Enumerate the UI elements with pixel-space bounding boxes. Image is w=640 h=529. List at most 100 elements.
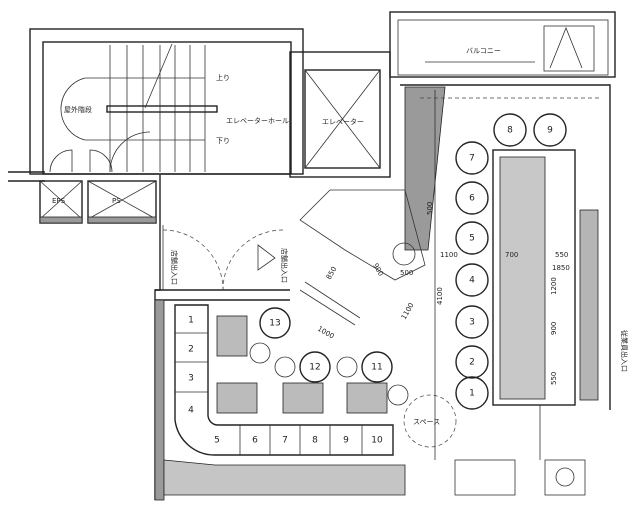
counter-seat: 5 <box>455 221 489 255</box>
plan-label: 850 <box>325 265 339 281</box>
booth-bench: 1 2 3 4 5 6 7 8 9 10 <box>163 304 406 496</box>
counter-seat: 6 <box>455 181 489 215</box>
label-ps: PS <box>112 197 121 205</box>
plan-line <box>304 69 381 169</box>
plan-label: 1000 <box>316 325 335 341</box>
plan-label: 3 <box>188 374 194 384</box>
entry-arrow-icon <box>257 244 276 271</box>
plan-line <box>361 351 393 383</box>
plan-label: 900 <box>371 262 385 278</box>
counter-seat: 9 <box>533 113 567 147</box>
plan-label: 9 <box>343 436 349 446</box>
plan-label: 6 <box>252 436 258 446</box>
entrance-doors: 店舗出入口 店舗出入口 <box>162 225 289 291</box>
elevator: エレベーター <box>289 51 391 178</box>
counter-seats: 1 2 3 4 5 6 7 8 9 <box>455 113 567 410</box>
plan-line <box>397 19 609 76</box>
counter-seat: 1 <box>455 376 489 410</box>
plan-line <box>403 394 457 448</box>
plan-label: 11 <box>371 363 382 373</box>
plan-line <box>299 289 356 326</box>
plan-label: 4100 <box>436 287 444 305</box>
door-swing <box>89 149 113 173</box>
plan-line <box>579 209 599 401</box>
plan-label: 1100 <box>440 251 458 259</box>
label-elevator: エレベーター <box>322 117 364 126</box>
plan-label: 7 <box>282 436 288 446</box>
plan-line <box>549 26 583 69</box>
label-balcony: バルコニー <box>466 47 501 55</box>
plan-label: 9 <box>547 126 553 136</box>
plan-line <box>222 229 284 291</box>
plan-line <box>259 307 291 339</box>
bar-counter <box>420 97 600 406</box>
plan-line <box>60 77 86 141</box>
plan-label: 1100 <box>400 302 416 321</box>
label-entrance-right: 店舗出入口 <box>280 248 289 283</box>
label-down: 下り <box>216 137 230 145</box>
plan-line <box>87 180 157 220</box>
plan-line <box>455 345 489 379</box>
plan-label: 8 <box>312 436 318 446</box>
label-space: スペース <box>413 418 440 426</box>
plan-line <box>109 131 151 173</box>
plan-line <box>274 356 296 378</box>
plan-label: 10 <box>371 436 383 446</box>
plan-line <box>392 242 416 266</box>
plan-line <box>454 459 516 496</box>
plan-line <box>389 11 616 78</box>
plan-label: 3 <box>469 318 475 328</box>
counter-seat: 3 <box>455 305 489 339</box>
plan-line <box>87 216 157 224</box>
plan-label: 2 <box>188 345 194 355</box>
plan-label: 5 <box>469 234 475 244</box>
plan-line <box>555 467 575 487</box>
plan-line <box>492 149 576 406</box>
door-swing <box>49 149 73 173</box>
lounge: 13 12 11 スペース <box>216 307 457 448</box>
plan-line <box>163 459 406 496</box>
balcony: バルコニー <box>389 11 616 78</box>
plan-line <box>144 43 173 109</box>
plan-line <box>346 382 388 414</box>
counter-seat: 8 <box>493 113 527 147</box>
plan-line <box>216 315 248 357</box>
plan-label: 1200 <box>550 277 558 295</box>
plan-line <box>336 356 358 378</box>
plan-line <box>39 216 83 224</box>
stool-seat: 13 <box>259 307 291 339</box>
plan-line <box>544 459 586 496</box>
counter-seat: 7 <box>455 141 489 175</box>
counter-seat: 2 <box>455 345 489 379</box>
plan-label: 13 <box>269 319 280 329</box>
stool-seat: 12 <box>299 351 331 383</box>
toilet-block <box>299 189 426 326</box>
plan-line <box>455 221 489 255</box>
label-up: 上り <box>216 73 230 82</box>
back-area: 従業員出入口 <box>454 330 629 496</box>
plan-line <box>299 189 426 281</box>
plan-line <box>106 105 218 113</box>
plan-line <box>174 304 394 456</box>
plan-line <box>154 299 165 501</box>
plan-line <box>42 41 292 175</box>
plan-line <box>404 86 446 251</box>
plan-line <box>455 141 489 175</box>
plan-line <box>304 69 381 169</box>
plan-line <box>455 181 489 215</box>
plan-line <box>493 113 527 147</box>
label-entrance-left: 店舗出入口 <box>170 250 179 285</box>
plan-label: 1 <box>469 389 475 399</box>
plan-label: 550 <box>550 372 558 385</box>
counter-seat: 4 <box>455 263 489 297</box>
plan-line <box>304 281 361 319</box>
plan-label: 7 <box>469 154 475 164</box>
eps-ps-shafts: EPS PS <box>8 171 157 224</box>
plan-label: 2 <box>469 358 475 368</box>
plan-label: 900 <box>550 322 558 335</box>
plan-line <box>499 156 546 400</box>
plan-label: 8 <box>507 126 513 136</box>
plan-line <box>249 342 271 364</box>
outdoor-stair-block: 屋外階段 上り 下り <box>29 28 304 175</box>
